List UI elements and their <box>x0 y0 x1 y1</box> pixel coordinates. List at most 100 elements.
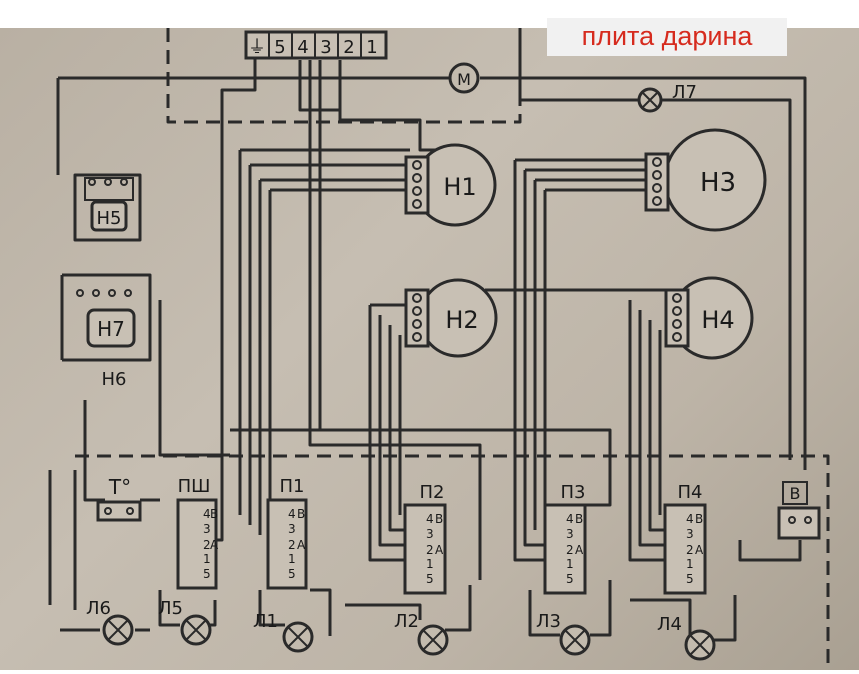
terminal-block: ⏚ 5 4 3 2 1 <box>244 30 388 60</box>
switch-b: В <box>777 481 821 540</box>
h2-leads <box>368 305 405 562</box>
switch-pin-label: 2 <box>686 543 694 557</box>
lamp-l7-feed <box>518 28 640 102</box>
h6-housing <box>60 273 152 362</box>
switch-pin-label: 3 <box>426 527 434 541</box>
switch-p4: П4 4 В 3 2 А 1 5 <box>663 482 707 595</box>
switch-pin-label: А <box>575 543 584 557</box>
switch-pin-label: А <box>695 543 704 557</box>
heater-h4-label: Н4 <box>701 306 734 334</box>
switch-pin-label: 2 <box>426 543 434 557</box>
lamp-l7: Л7 <box>637 82 697 113</box>
switch-pin-label: 2 <box>566 543 574 557</box>
switch-psh: ПШ 4 В 3 2 А 1 5 <box>176 476 219 590</box>
lamp-l4: Л4 <box>657 614 716 661</box>
switch-pin-label: 3 <box>686 527 694 541</box>
switch-b-label: В <box>790 484 801 503</box>
switch-pin-label: 3 <box>566 527 574 541</box>
heater-h5: Н5 <box>84 177 134 232</box>
switch-pin-label: 4 <box>426 512 434 526</box>
lamp-l5: Л5 <box>158 598 212 646</box>
switch-pin-label: 3 <box>288 522 296 536</box>
lamp-l2: Л2 <box>394 611 449 656</box>
lamp-l4-label: Л4 <box>657 614 682 635</box>
motor: М <box>448 62 480 94</box>
heater-h3: Н3 <box>644 128 767 232</box>
switch-pin-label: В <box>297 507 305 521</box>
lamp-l5-wires <box>158 590 217 627</box>
switch-pin-label: В <box>575 512 583 526</box>
ground-wire <box>200 55 257 542</box>
h5-housing <box>73 173 142 242</box>
switch-pin-label: 1 <box>686 557 694 571</box>
switch-label: П2 <box>420 482 445 503</box>
heater-h6-h7: Н7 Н6 <box>76 289 136 390</box>
switch-pin-label: 5 <box>686 572 694 586</box>
switch-label: П3 <box>561 482 586 503</box>
terminal-pin: ⏚ <box>248 37 266 58</box>
lamp-l4-wires <box>630 595 737 642</box>
lamp-l1: Л1 <box>253 611 314 653</box>
lamp-l7-label: Л7 <box>672 82 697 103</box>
switch-p1: П1 4 В 3 2 А 1 5 <box>266 476 308 590</box>
h4-leads <box>628 300 665 562</box>
heater-h2: Н2 <box>404 278 498 358</box>
heater-h7-label: Н7 <box>97 317 125 341</box>
switch-pin-label: 4 <box>203 507 211 521</box>
switch-pin-label: 5 <box>203 567 211 581</box>
switch-pin-label: В <box>695 512 703 526</box>
lamp-l5-label: Л5 <box>158 598 183 619</box>
heater-h1-label: Н1 <box>443 173 476 201</box>
switch-pin-label: 2 <box>203 538 211 552</box>
switch-pin-label: 5 <box>566 572 574 586</box>
switch-pin-label: 2 <box>288 538 296 552</box>
heater-h1: Н1 <box>404 143 497 227</box>
switch-pin-label: 1 <box>203 552 211 566</box>
terminal-pin: 1 <box>366 37 377 58</box>
heater-bundle-left <box>238 150 272 545</box>
terminal-pin: 5 <box>274 37 285 58</box>
thermostat-wires <box>83 300 230 502</box>
bottom-dashed-outline <box>75 454 830 665</box>
terminal-pin: 4 <box>297 37 308 58</box>
lamp-l3-wires <box>528 580 612 637</box>
switch-pin-label: 1 <box>566 557 574 571</box>
switch-pin-label: В <box>435 512 443 526</box>
lamp-l7-return <box>660 98 792 460</box>
switch-pin-label: В <box>210 507 218 521</box>
switch-pin-label: 3 <box>203 522 211 536</box>
lamp-l6-wires <box>48 470 77 610</box>
switch-p2: П2 4 В 3 2 А 1 5 <box>403 482 447 595</box>
switch-label: П1 <box>280 476 305 497</box>
switch-b-wires <box>738 540 802 562</box>
switch-label: П4 <box>678 482 703 503</box>
switch-pin-label: 4 <box>566 512 574 526</box>
heater-h6-label: Н6 <box>102 369 127 390</box>
lamp-l3-label: Л3 <box>536 611 561 632</box>
lamp-l6: Л6 <box>86 598 134 646</box>
terminal-pin: 3 <box>320 37 331 58</box>
heater-h3-label: Н3 <box>700 168 736 198</box>
lamp-l1-label: Л1 <box>253 611 278 632</box>
wiring-diagram: ⏚ 5 4 3 2 1 М Л7 <box>48 28 830 665</box>
lamp-l3: Л3 <box>536 611 591 656</box>
switch-pin-label: А <box>297 538 306 552</box>
switch-p3: П3 4 В 3 2 А 1 5 <box>543 482 587 595</box>
terminal-feed-wires <box>298 60 460 152</box>
lamp-l2-wires <box>345 585 472 632</box>
switch-pin-label: А <box>435 543 444 557</box>
h1-leads <box>240 148 410 192</box>
switch-label: ПШ <box>178 476 211 497</box>
heater-h5-label: Н5 <box>97 208 122 229</box>
caption-banner: плита дарина <box>547 18 787 56</box>
lamp-l2-label: Л2 <box>394 611 419 632</box>
switch-pin-label: 5 <box>426 572 434 586</box>
thermostat-label: Т° <box>108 475 131 499</box>
switch-pin-label: 5 <box>288 567 296 581</box>
heater-h4: Н4 <box>664 276 754 360</box>
motor-label: М <box>457 70 471 89</box>
heater-h2-label: Н2 <box>445 306 478 334</box>
switch-pin-label: 1 <box>288 552 296 566</box>
switch-pin-label: А <box>210 538 219 552</box>
